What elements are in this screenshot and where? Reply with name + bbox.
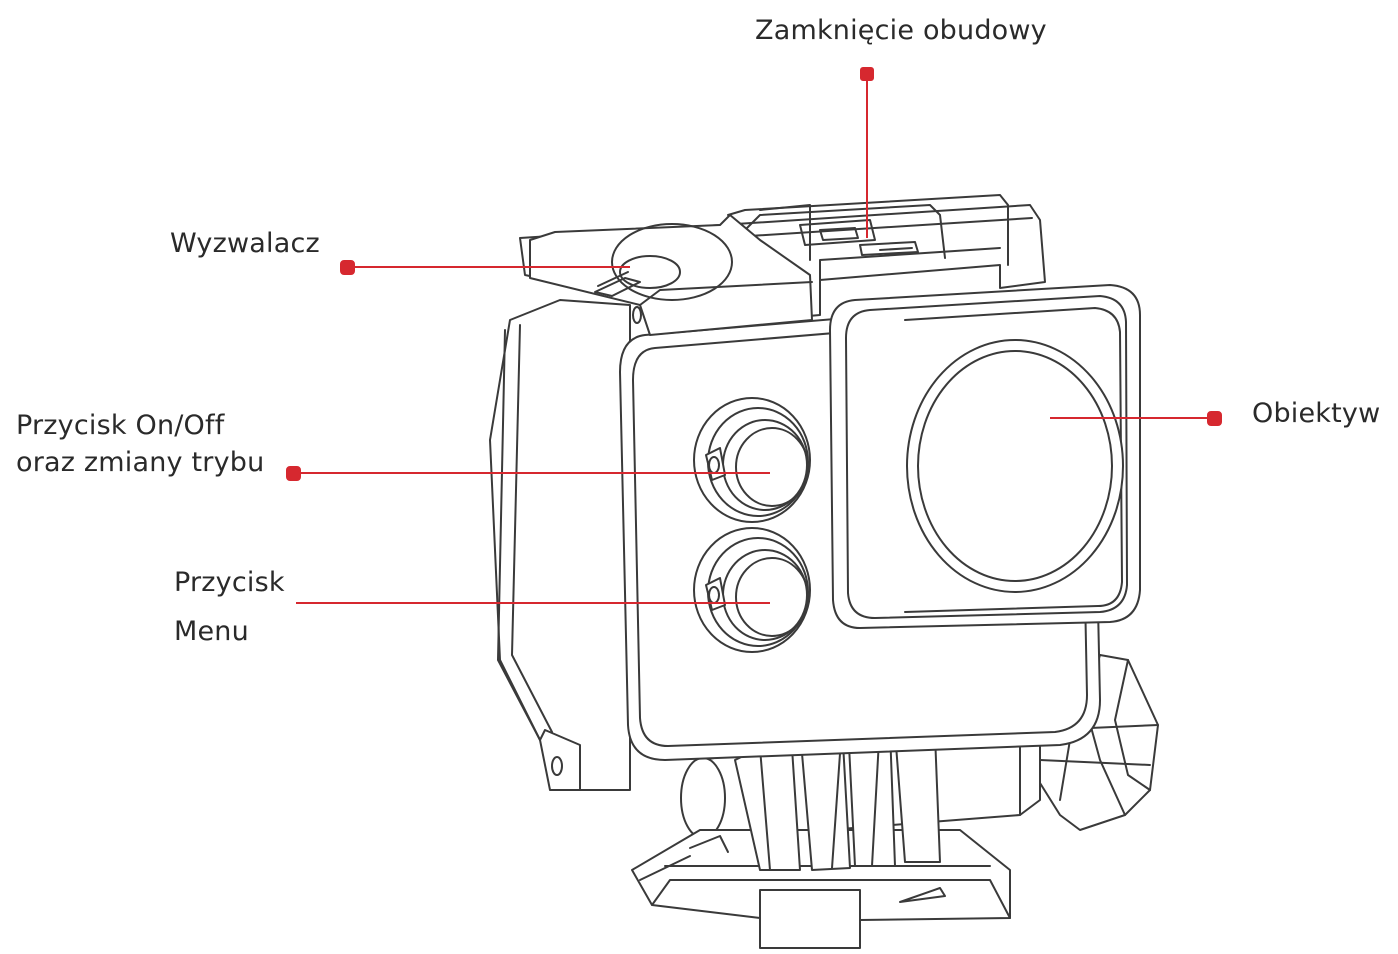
housing-body-side [489, 299, 631, 791]
lens-bezel [829, 284, 1141, 629]
label-menu-line1: Przycisk [174, 567, 285, 598]
trigger-lever [529, 214, 813, 336]
power-mode-button-icon [693, 397, 811, 523]
leader-dot-trigger [340, 260, 355, 275]
label-power-line2: oraz zmiany trybu [16, 447, 265, 479]
camera-housing-icon [489, 194, 1159, 949]
label-lens: Obiektyw [1252, 395, 1380, 432]
label-lens-text: Obiektyw [1252, 398, 1381, 429]
menu-button-icon [693, 527, 811, 653]
label-menu-button: Przycisk Menu [174, 558, 285, 656]
leader-lines [286, 67, 1222, 604]
label-menu-line2: Menu [174, 616, 249, 648]
leader-dot-lens [1207, 411, 1222, 426]
mount-fingers [734, 721, 941, 871]
label-housing-closure: Zamknięcie obudowy [755, 12, 1047, 49]
label-power-line1: Przycisk On/Off [16, 410, 225, 441]
label-trigger-text: Wyzwalacz [170, 228, 320, 259]
label-housing-closure-text: Zamknięcie obudowy [755, 15, 1047, 46]
leader-dot-power [286, 466, 301, 481]
label-trigger: Wyzwalacz [170, 225, 320, 262]
leader-dot-closure [860, 67, 874, 81]
label-power-mode-button: Przycisk On/Off oraz zmiany trybu [16, 407, 264, 482]
